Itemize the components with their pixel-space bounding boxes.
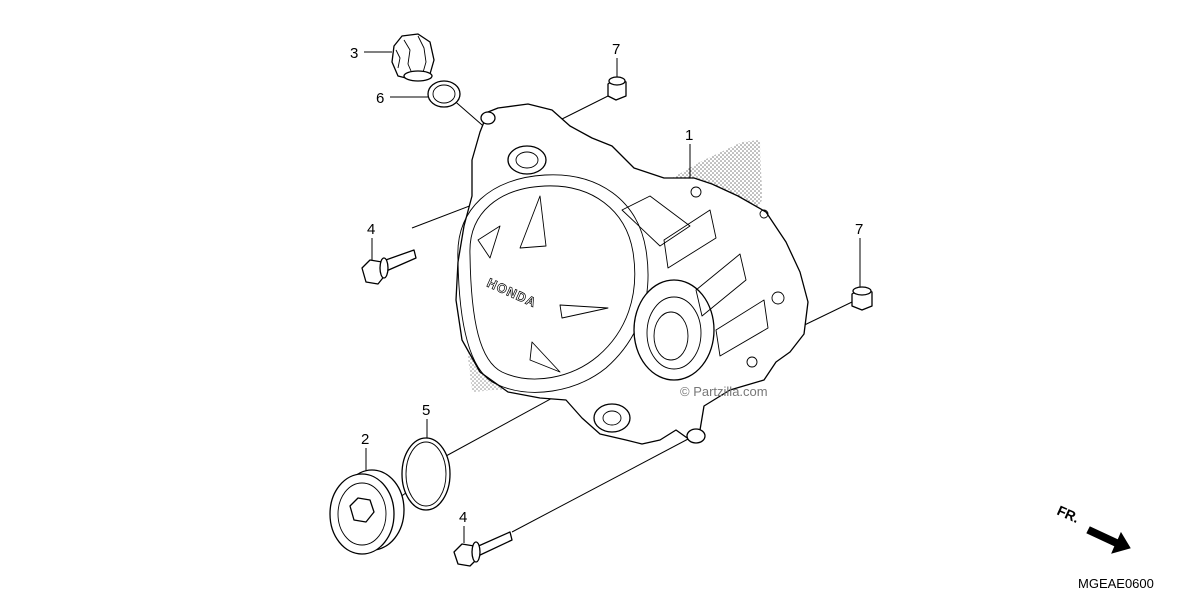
callout-labels: 1 2 3 4 4 5 6 7 7 [350,41,863,526]
inspection-cap [329,469,405,555]
direction-arrow-icon [1086,526,1131,554]
callout-1: 1 [685,127,693,144]
dowel-pin-right [851,286,873,311]
callout-6: 6 [376,90,384,107]
callout-3: 3 [350,45,358,62]
direction-label: FR. [1055,502,1082,526]
cover-boss-opening [633,279,715,381]
callout-4a: 4 [367,221,375,238]
callout-7b: 7 [855,221,863,238]
filler-neck-boss [507,145,547,175]
diagram-code: MGEAE0600 [1078,576,1154,591]
watermark: © Partzilla.com [680,384,768,399]
cover-boss-inner [646,296,702,370]
drain-boss [593,403,631,433]
left-crankcase-cover: HONDA [455,103,809,445]
callout-2: 2 [361,431,369,448]
bolt-lower-assembly-line [511,437,691,533]
callout-5: 5 [422,402,430,419]
callout-7a: 7 [612,41,620,58]
oil-filler-cap [391,33,435,82]
small-o-ring [427,80,461,108]
dowel-upper-assembly-line [559,95,609,121]
callout-4b: 4 [459,509,467,526]
flange-bolt-upper [361,249,417,285]
dowel-pin-upper [607,76,627,101]
flange-bolt-lower [453,531,513,567]
direction-indicator: FR. [1055,502,1131,554]
large-o-ring [401,437,451,511]
